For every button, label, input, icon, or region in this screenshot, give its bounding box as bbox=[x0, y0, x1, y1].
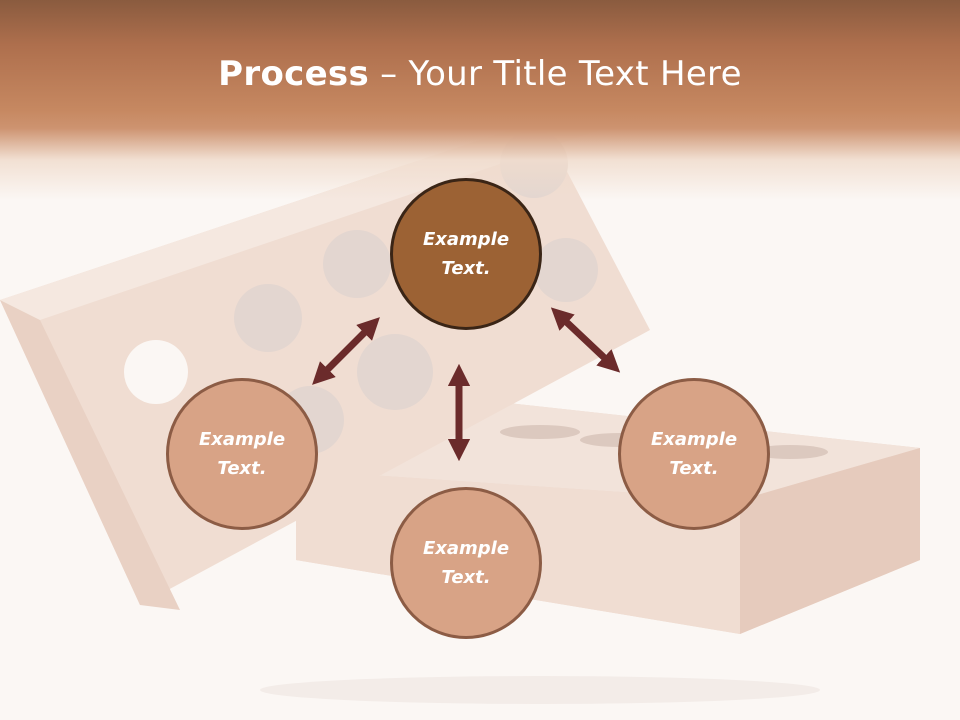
node-center-line2: Text. bbox=[441, 258, 491, 279]
process-node-center: Example Text. bbox=[390, 178, 542, 330]
process-node-right: Example Text. bbox=[618, 378, 770, 530]
title-separator: – bbox=[369, 54, 409, 94]
node-right-line2: Text. bbox=[669, 458, 719, 479]
process-node-bottom: Example Text. bbox=[390, 487, 542, 639]
node-right-line1: Example bbox=[650, 429, 738, 450]
node-left-line1: Example bbox=[198, 429, 286, 450]
slide-title: Process – Your Title Text Here bbox=[0, 52, 960, 96]
process-node-left: Example Text. bbox=[166, 378, 318, 530]
node-bottom-line2: Text. bbox=[441, 567, 491, 588]
node-center-line1: Example bbox=[422, 229, 510, 250]
title-band bbox=[0, 0, 960, 200]
node-bottom-line1: Example bbox=[422, 538, 510, 559]
title-bold: Process bbox=[218, 54, 370, 94]
title-rest: Your Title Text Here bbox=[408, 54, 742, 94]
node-left-line2: Text. bbox=[217, 458, 267, 479]
